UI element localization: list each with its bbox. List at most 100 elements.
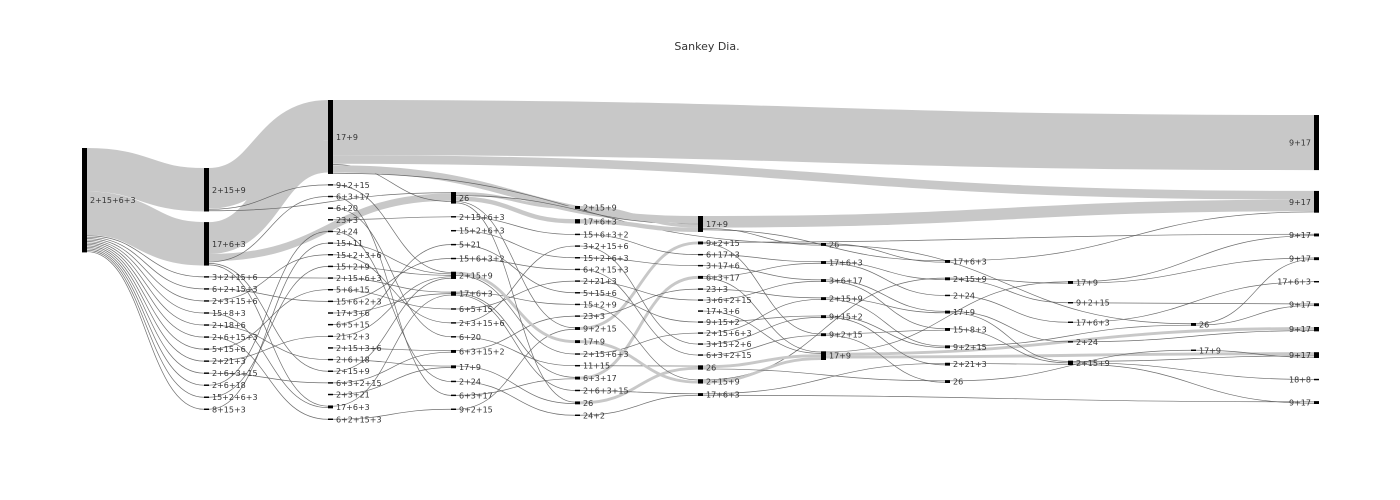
sankey-link[interactable] — [86, 248, 205, 386]
sankey-link[interactable] — [702, 315, 822, 323]
sankey-node[interactable] — [204, 222, 209, 266]
sankey-node[interactable] — [945, 328, 950, 331]
sankey-link[interactable] — [825, 261, 946, 280]
sankey-link[interactable] — [702, 277, 946, 381]
sankey-node[interactable] — [945, 362, 950, 366]
sankey-link[interactable] — [702, 265, 822, 281]
sankey-link[interactable] — [1072, 355, 1315, 362]
sankey-node[interactable] — [1068, 321, 1073, 323]
sankey-node[interactable] — [204, 348, 209, 350]
sankey-node[interactable] — [575, 245, 580, 247]
sankey-node[interactable] — [328, 242, 333, 244]
sankey-link[interactable] — [579, 366, 699, 405]
sankey-node[interactable] — [328, 277, 333, 279]
sankey-node[interactable] — [451, 243, 456, 246]
sankey-node[interactable] — [821, 297, 826, 301]
sankey-node[interactable] — [451, 349, 456, 353]
sankey-node[interactable] — [698, 241, 703, 245]
sankey-link[interactable] — [86, 236, 205, 290]
sankey-link[interactable] — [208, 324, 329, 360]
sankey-link[interactable] — [455, 293, 576, 378]
sankey-node[interactable] — [575, 257, 580, 259]
sankey-link[interactable] — [332, 207, 452, 338]
sankey-node[interactable] — [575, 389, 580, 392]
sankey-node[interactable] — [204, 336, 209, 338]
sankey-link[interactable] — [332, 266, 452, 276]
sankey-link[interactable] — [455, 230, 576, 259]
sankey-node[interactable] — [1314, 233, 1319, 237]
sankey-node[interactable] — [575, 303, 580, 306]
sankey-node[interactable] — [328, 370, 333, 372]
sankey-link[interactable] — [208, 335, 329, 362]
sankey-node[interactable] — [328, 393, 333, 396]
sankey-link[interactable] — [579, 332, 699, 355]
sankey-link[interactable] — [1072, 362, 1315, 380]
sankey-link[interactable] — [332, 165, 699, 224]
sankey-node[interactable] — [698, 332, 703, 334]
sankey-link[interactable] — [579, 257, 699, 267]
sankey-link[interactable] — [825, 244, 1192, 325]
sankey-node[interactable] — [945, 380, 950, 383]
sankey-link[interactable] — [208, 254, 329, 302]
sankey-link[interactable] — [86, 244, 205, 350]
sankey-node[interactable] — [821, 315, 826, 319]
sankey-node[interactable] — [575, 315, 580, 317]
sankey-node[interactable] — [821, 333, 826, 337]
sankey-node[interactable] — [1314, 401, 1319, 404]
sankey-link[interactable] — [579, 394, 699, 416]
sankey-link[interactable] — [455, 378, 576, 396]
sankey-link[interactable] — [579, 292, 699, 323]
sankey-node[interactable] — [945, 310, 950, 314]
sankey-link[interactable] — [208, 266, 329, 398]
sankey-node[interactable] — [1314, 190, 1319, 213]
sankey-node[interactable] — [698, 393, 703, 396]
sankey-link[interactable] — [455, 365, 576, 404]
sankey-link[interactable] — [455, 328, 576, 410]
sankey-link[interactable] — [702, 199, 1315, 228]
sankey-node[interactable] — [204, 168, 209, 212]
sankey-link[interactable] — [208, 193, 452, 262]
sankey-link[interactable] — [332, 408, 452, 420]
sankey-node[interactable] — [945, 345, 950, 349]
sankey-node[interactable] — [328, 300, 333, 303]
sankey-node[interactable] — [204, 372, 209, 374]
sankey-link[interactable] — [949, 311, 1069, 343]
sankey-link[interactable] — [86, 242, 205, 338]
sankey-node[interactable] — [1068, 360, 1073, 365]
sankey-node[interactable] — [698, 216, 703, 232]
sankey-node[interactable] — [1068, 302, 1073, 304]
sankey-link[interactable] — [702, 233, 1315, 243]
sankey-node[interactable] — [1314, 378, 1319, 381]
sankey-link[interactable] — [1072, 235, 1315, 283]
sankey-link[interactable] — [579, 269, 699, 356]
sankey-node[interactable] — [945, 294, 950, 297]
sankey-link[interactable] — [1195, 259, 1315, 325]
sankey-link[interactable] — [455, 280, 576, 310]
sankey-node[interactable] — [328, 418, 333, 420]
sankey-link[interactable] — [1072, 257, 1315, 284]
sankey-node[interactable] — [698, 321, 703, 323]
sankey-link[interactable] — [1072, 330, 1315, 343]
sankey-node[interactable] — [698, 288, 703, 290]
sankey-link[interactable] — [332, 359, 452, 367]
sankey-link[interactable] — [332, 347, 452, 352]
sankey-node[interactable] — [575, 376, 580, 380]
sankey-node[interactable] — [1068, 281, 1073, 284]
sankey-node[interactable] — [328, 358, 333, 361]
sankey-link[interactable] — [579, 245, 699, 345]
sankey-link[interactable] — [332, 231, 452, 382]
sankey-node[interactable] — [451, 365, 456, 369]
sankey-node[interactable] — [204, 312, 209, 314]
sankey-link[interactable] — [1195, 305, 1315, 326]
sankey-node[interactable] — [1314, 257, 1319, 261]
sankey-link[interactable] — [332, 293, 452, 314]
sankey-node[interactable] — [698, 253, 703, 256]
sankey-node[interactable] — [328, 288, 333, 291]
sankey-node[interactable] — [328, 312, 333, 314]
sankey-node[interactable] — [204, 288, 209, 290]
sankey-node[interactable] — [328, 382, 333, 384]
sankey-link[interactable] — [825, 243, 946, 263]
sankey-node[interactable] — [451, 394, 456, 397]
sankey-link[interactable] — [332, 277, 452, 372]
sankey-link[interactable] — [455, 245, 576, 324]
